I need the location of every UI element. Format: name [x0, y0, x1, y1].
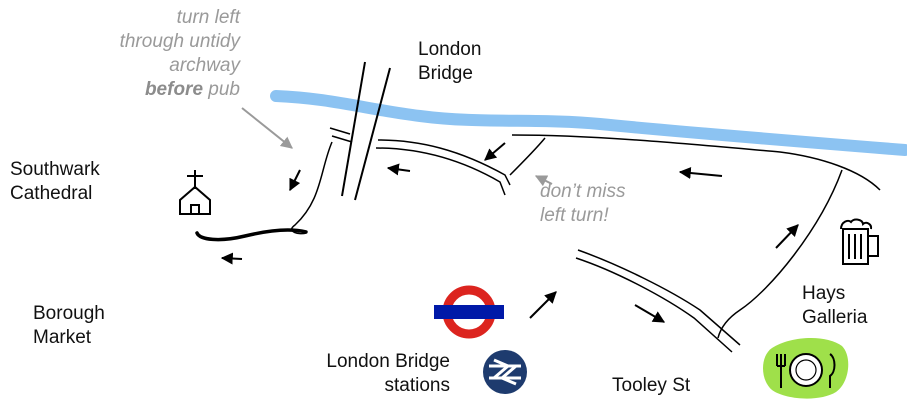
riverside-road-north	[377, 139, 511, 186]
hays-galleria-label-line1: Hays	[802, 283, 846, 304]
london-bridge-west-edge	[341, 61, 366, 197]
left-turn-note-line1: don’t miss	[540, 181, 626, 202]
borough-market-label: Borough Market	[33, 302, 105, 350]
archway-note-line4: before pub	[40, 78, 240, 102]
southwark-cathedral-label-line2: Cathedral	[10, 183, 93, 204]
left-turn-note-line2: left turn!	[540, 205, 609, 226]
archway-mark-2	[331, 135, 353, 143]
southwark-cathedral-label: Southwark Cathedral	[10, 158, 100, 206]
plate-cutlery-icon	[763, 337, 849, 399]
archway-path	[290, 141, 333, 235]
national-rail-icon	[483, 350, 527, 394]
tooley-street-south	[575, 257, 733, 353]
galleria-connector	[717, 169, 843, 339]
borough-market-label-line2: Market	[33, 327, 92, 348]
arrow-tooley-east	[634, 304, 666, 323]
london-bridge-label-line2: Bridge	[418, 63, 473, 84]
church-icon	[179, 170, 211, 215]
archway-note-line2: through untidy	[119, 31, 240, 52]
arrow-riverside-west	[678, 167, 723, 179]
note-pointer-archway	[241, 107, 293, 149]
london-bridge-label-line1: London	[418, 39, 482, 60]
borough-market-label-line1: Borough	[33, 303, 105, 324]
note-pointer-left-turn	[534, 175, 553, 187]
archway-note-line1: turn left	[176, 7, 240, 28]
underground-roundel-icon	[434, 285, 504, 339]
arrow-bridge-west	[386, 163, 411, 176]
left-turn-branch	[509, 137, 546, 176]
cathedral-path	[195, 228, 308, 242]
hays-galleria-label: Hays Galleria	[802, 282, 867, 330]
southwark-cathedral-label-line1: Southwark	[10, 159, 100, 180]
london-bridge-stations-label-line1: London Bridge	[326, 351, 450, 372]
river-thames	[270, 90, 907, 156]
archway-note-line4-rest: pub	[203, 79, 240, 100]
tooley-street-label: Tooley St	[612, 375, 691, 396]
tooley-street-north	[577, 249, 741, 346]
arrow-left-turn	[484, 142, 506, 161]
london-bridge-label: London Bridge	[418, 38, 481, 86]
archway-mark-1	[329, 127, 351, 135]
arrow-station-north	[529, 291, 557, 319]
hays-galleria-label-line2: Galleria	[802, 307, 868, 328]
london-bridge-stations-label-line2: stations	[384, 375, 450, 396]
archway-note: turn left through untidy archway before …	[40, 6, 240, 102]
arrow-cathedral-west	[220, 252, 243, 265]
london-bridge-east-edge	[354, 67, 391, 201]
left-turn-note: don’t miss left turn!	[540, 180, 626, 228]
beer-mug-icon	[840, 218, 879, 265]
arrow-down-archway	[289, 169, 301, 192]
arrow-galleria-north	[775, 224, 799, 249]
riverside-road-south	[375, 147, 506, 196]
london-bridge-stations-label: London Bridge stations	[280, 350, 450, 398]
riverside-walk	[511, 134, 881, 191]
archway-note-emphasis: before	[144, 79, 204, 100]
archway-note-line3: archway	[169, 55, 240, 76]
